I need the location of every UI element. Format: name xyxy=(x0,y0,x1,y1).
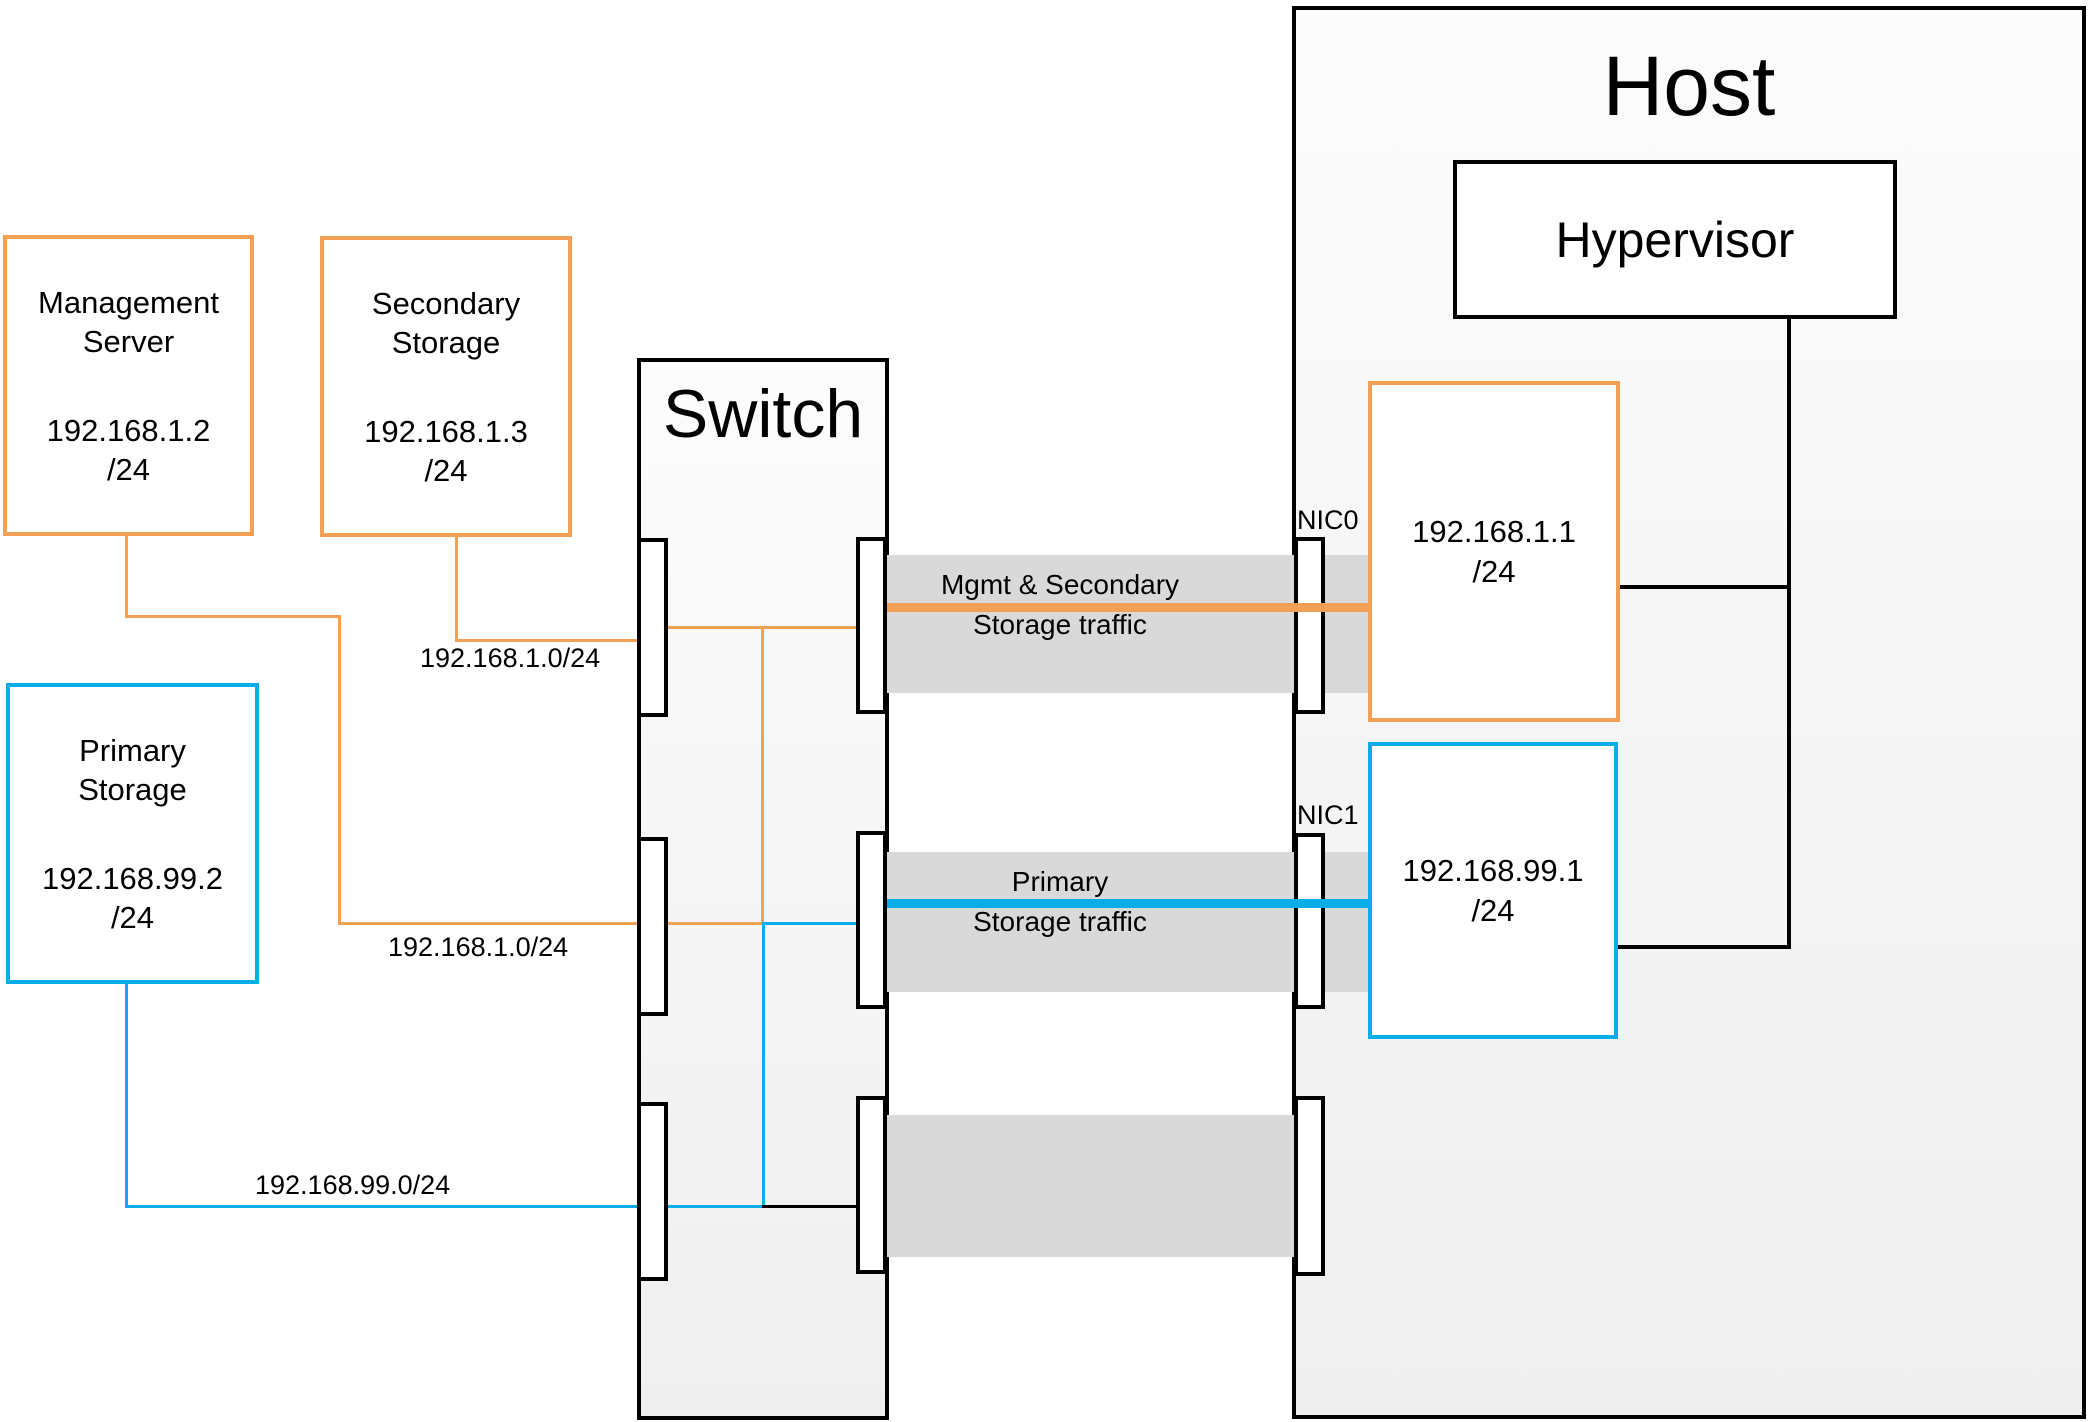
mgmt-link-horizontal-1 xyxy=(125,615,341,618)
nic0-ip: 192.168.1.1 xyxy=(1412,513,1576,549)
switch-internal-blue-vertical xyxy=(762,922,765,1208)
management-link-subnet-label: 192.168.1.0/24 xyxy=(388,932,569,962)
switch-port-left-2 xyxy=(637,837,668,1016)
hypervisor-connector-vertical xyxy=(1787,317,1791,949)
mgmt-secondary-traffic-caption: Mgmt & Secondary Storage traffic xyxy=(860,565,1260,645)
management-server-cidr: /24 xyxy=(106,451,151,487)
primary-storage-box: Primary Storage 192.168.99.2 /24 xyxy=(6,683,259,984)
primary-link-drop xyxy=(125,982,128,1208)
nic0-address-box: 192.168.1.1 /24 xyxy=(1368,381,1620,722)
hypervisor-label: Hypervisor xyxy=(1555,211,1795,268)
mgmt-secondary-traffic-band xyxy=(887,555,1370,693)
primary-storage-ip: 192.168.99.2 xyxy=(41,860,223,896)
switch-internal-orange-mid xyxy=(666,922,764,925)
host-port-nic1 xyxy=(1294,833,1325,1009)
management-server-name-line1: Management xyxy=(38,284,219,320)
nic1-cidr: /24 xyxy=(1471,892,1515,928)
mgmt-link-vertical-2 xyxy=(338,615,341,925)
secondary-storage-box: Secondary Storage 192.168.1.3 /24 xyxy=(320,236,572,537)
secondary-link-subnet-label: 192.168.1.0/24 xyxy=(420,643,601,673)
primary-traffic-caption-line2: Storage traffic xyxy=(973,906,1147,937)
primary-traffic-caption: Primary Storage traffic xyxy=(860,862,1260,942)
primary-storage-cidr: /24 xyxy=(110,899,155,935)
primary-link-to-switch xyxy=(125,1205,643,1208)
switch-title: Switch xyxy=(662,376,864,452)
nic0-hypervisor-connector xyxy=(1618,585,1789,589)
primary-traffic-band xyxy=(887,852,1370,992)
unused-traffic-band xyxy=(887,1115,1294,1257)
mgmt-secondary-traffic-line xyxy=(887,603,1372,612)
nic1-address-box: 192.168.99.1 /24 xyxy=(1368,742,1618,1039)
primary-storage-name-line2: Storage xyxy=(78,771,187,807)
switch-internal-blue-mid xyxy=(762,922,859,925)
secondary-storage-name-line2: Storage xyxy=(391,324,501,360)
switch-port-right-2 xyxy=(856,831,887,1009)
mgmt-secondary-traffic-caption-line2: Storage traffic xyxy=(973,609,1147,640)
switch-port-left-1 xyxy=(637,538,668,717)
management-server-box: Management Server 192.168.1.2 /24 xyxy=(3,235,254,536)
secondary-storage-ip: 192.168.1.3 xyxy=(364,413,528,449)
primary-storage-name-line1: Primary xyxy=(79,732,186,768)
management-server-ip: 192.168.1.2 xyxy=(46,412,211,448)
host-title: Host xyxy=(1602,39,1776,133)
switch-port-left-3 xyxy=(637,1102,668,1281)
nic1-ip: 192.168.99.1 xyxy=(1402,852,1584,888)
secondary-link-drop xyxy=(455,535,458,642)
nic1-port-label: NIC1 xyxy=(1297,800,1359,830)
switch-internal-black-bottom xyxy=(762,1205,859,1208)
nic1-hypervisor-connector xyxy=(1618,945,1789,949)
mgmt-link-to-switch xyxy=(338,922,640,925)
host-port-nic0 xyxy=(1294,537,1325,714)
host-port-unused xyxy=(1294,1096,1325,1276)
hypervisor-box: Hypervisor xyxy=(1453,160,1897,319)
switch-port-right-3 xyxy=(856,1096,887,1274)
nic0-port-label: NIC0 xyxy=(1297,505,1359,535)
switch-internal-blue-bottom xyxy=(666,1205,764,1208)
mgmt-link-drop xyxy=(125,533,128,618)
secondary-storage-cidr: /24 xyxy=(424,452,468,488)
nic0-cidr: /24 xyxy=(1472,553,1516,589)
primary-link-subnet-label: 192.168.99.0/24 xyxy=(255,1170,451,1200)
management-server-name-line2: Server xyxy=(82,323,175,359)
switch-internal-orange-vertical xyxy=(761,626,764,925)
primary-traffic-line xyxy=(887,899,1372,908)
switch-port-right-1 xyxy=(856,537,887,714)
secondary-storage-name-line1: Secondary xyxy=(371,285,521,321)
primary-traffic-caption-line1: Primary xyxy=(1011,866,1109,897)
secondary-link-to-switch xyxy=(455,639,640,642)
mgmt-secondary-traffic-caption-line1: Mgmt & Secondary xyxy=(940,569,1180,600)
